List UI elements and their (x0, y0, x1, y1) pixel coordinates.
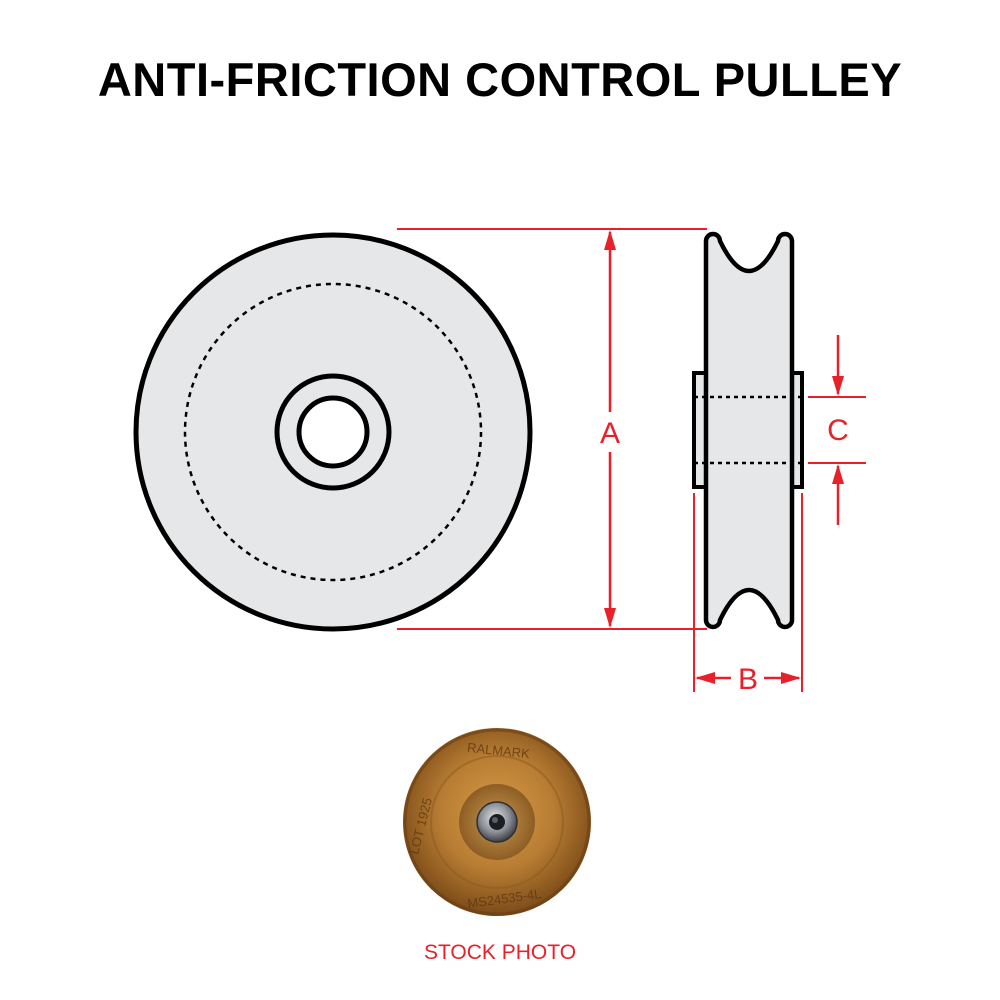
pulley-side-view (692, 231, 804, 630)
dimension-a (397, 228, 707, 630)
groove-dashed-circle (183, 282, 483, 582)
dimension-b (693, 493, 803, 692)
pulley-side-profile (703, 231, 795, 630)
stock-photo-caption: STOCK PHOTO (423, 941, 577, 964)
stock-photo-inner-ring (430, 755, 564, 889)
center-bore (296, 395, 370, 469)
stock-photo-marking-top: RALMARK (466, 740, 530, 762)
dim-c-label: C (827, 414, 849, 447)
pulley-front-view (133, 232, 533, 632)
stock-photo-bore-shine (492, 817, 498, 823)
stock-photo: RALMARK LOT 1925 MS24535-4L (403, 728, 591, 916)
dim-b-label: B (738, 663, 758, 696)
dimension-c (808, 335, 866, 525)
page-title: ANTI-FRICTION CONTROL PULLEY (97, 53, 903, 106)
dim-a-label: A (600, 417, 620, 450)
stock-photo-pulley-edge (403, 728, 591, 916)
